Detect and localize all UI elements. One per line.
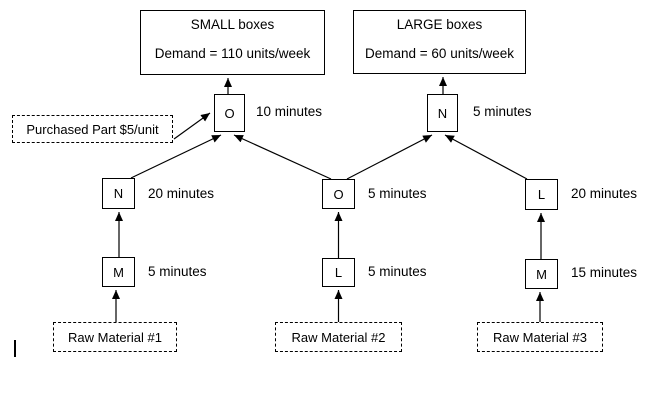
station-box-O-middle-center: O <box>322 179 355 209</box>
raw-material-2-box: Raw Material #2 <box>275 322 402 352</box>
product-title-small: SMALL boxes <box>190 17 275 32</box>
arrow-omid-to-ntop <box>346 134 433 180</box>
time-label-O-top-left: 10 minutes <box>256 104 323 119</box>
station-box-L-middle-right: L <box>525 179 558 210</box>
station-box-M-bottom-right: M <box>525 259 558 289</box>
product-title-large: LARGE boxes <box>396 17 483 32</box>
raw-material-3-box: Raw Material #3 <box>477 322 603 352</box>
station-box-N-middle-left: N <box>102 178 135 209</box>
raw-material-3-label: Raw Material #3 <box>493 329 587 345</box>
arrow-purchasedpart-to-otop <box>173 112 211 140</box>
arrow-lmid-to-ntop <box>444 134 528 180</box>
station-box-N-top-right: N <box>427 94 458 132</box>
arrow-omid-to-otop <box>233 134 332 180</box>
station-box-L-bottom-center: L <box>322 258 355 287</box>
purchased-part-box: Purchased Part $5/unit <box>12 115 173 143</box>
station-letter: L <box>334 265 343 280</box>
raw-material-2-label: Raw Material #2 <box>291 329 386 345</box>
time-label-L-middle-right: 20 minutes <box>571 186 638 201</box>
time-label-N-top-right: 5 minutes <box>473 104 532 119</box>
time-label-L-bottom-center: 5 minutes <box>368 264 427 279</box>
raw-material-1-label: Raw Material #1 <box>68 329 162 345</box>
text-cursor-artifact <box>14 340 16 357</box>
station-letter: O <box>333 186 344 202</box>
station-box-M-bottom-left: M <box>102 257 135 287</box>
station-letter: O <box>224 105 235 121</box>
station-letter: L <box>537 187 546 202</box>
station-letter: N <box>113 186 124 201</box>
raw-material-1-box: Raw Material #1 <box>53 322 177 352</box>
time-label-N-middle-left: 20 minutes <box>148 186 215 201</box>
station-letter: N <box>437 105 448 121</box>
station-box-O-top-left: O <box>214 94 245 132</box>
product-box-small: SMALL boxes Demand = 110 units/week <box>140 10 325 75</box>
product-demand-small: Demand = 110 units/week <box>154 46 311 61</box>
time-label-M-bottom-right: 15 minutes <box>571 265 638 280</box>
product-demand-large: Demand = 60 units/week <box>365 46 514 61</box>
station-letter: M <box>113 264 124 280</box>
time-label-O-middle-center: 5 minutes <box>368 186 427 201</box>
product-box-large: LARGE boxes Demand = 60 units/week <box>353 10 526 74</box>
time-label-M-bottom-left: 5 minutes <box>148 264 207 279</box>
purchased-part-label: Purchased Part $5/unit <box>26 121 159 137</box>
station-letter: M <box>536 266 547 282</box>
arrow-nmid-to-otop <box>130 134 222 179</box>
